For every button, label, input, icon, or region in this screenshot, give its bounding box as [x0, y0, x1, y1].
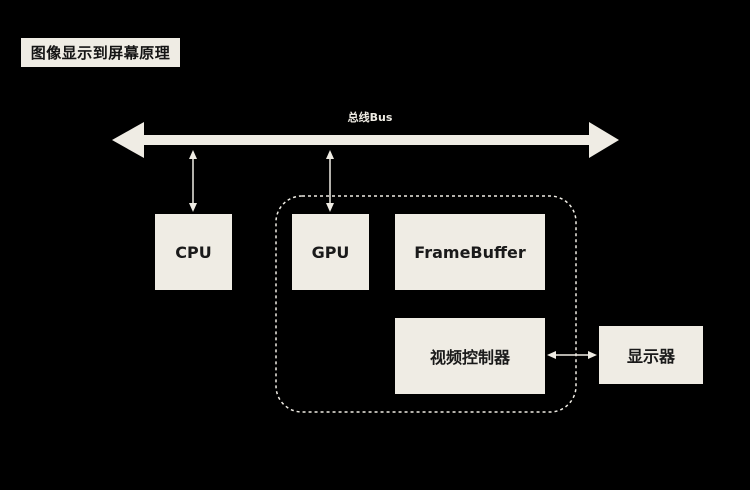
cpu-box: CPU	[155, 214, 232, 290]
bus-arrow-shaft	[142, 135, 592, 145]
cpu-bus-connector	[189, 150, 197, 212]
gpu-box: GPU	[292, 214, 369, 290]
bus-arrow	[112, 122, 619, 158]
bus-arrow-right-head	[589, 122, 619, 158]
display-box: 显示器	[599, 326, 703, 384]
bus-arrow-left-head	[112, 122, 144, 158]
bus-label: 总线Bus	[347, 111, 393, 124]
video-controller-box: 视频控制器	[395, 318, 545, 394]
gpu-bus-connector	[326, 150, 334, 212]
framebuffer-box: FrameBuffer	[395, 214, 545, 290]
video-display-connector	[547, 351, 597, 359]
diagram-title: 图像显示到屏幕原理	[21, 38, 180, 67]
